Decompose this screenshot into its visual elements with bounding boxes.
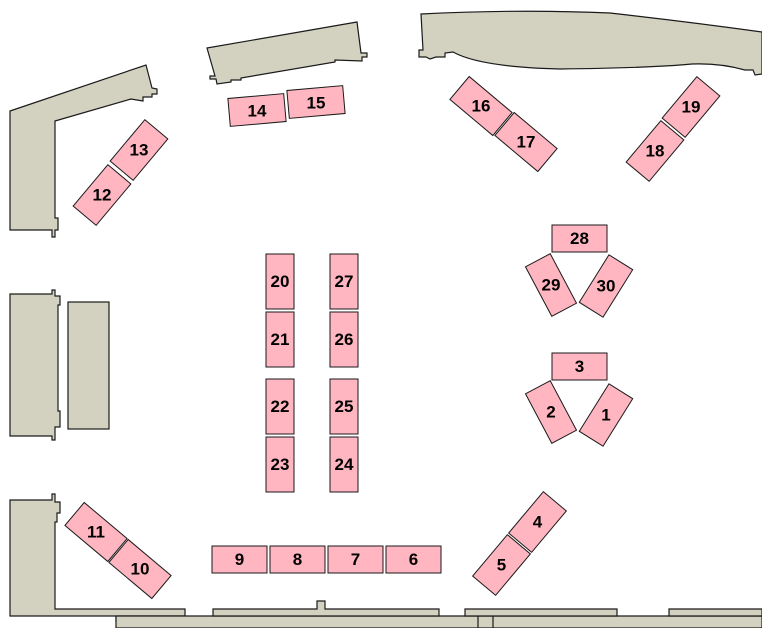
table-label: 27	[335, 272, 354, 291]
table-label: 17	[517, 133, 536, 152]
table-4[interactable]: 4	[507, 490, 568, 554]
wall-bottom-segment-3	[668, 608, 762, 617]
table-label: 10	[131, 560, 150, 579]
table-label: 2	[546, 403, 555, 422]
table-19[interactable]: 19	[661, 75, 721, 139]
table-label: 14	[248, 102, 267, 121]
table-label: 16	[472, 97, 491, 116]
table-label: 13	[130, 141, 149, 160]
table-1[interactable]: 1	[578, 383, 634, 447]
table-22[interactable]: 22	[265, 378, 295, 435]
wall-left-middle	[9, 289, 61, 441]
table-7[interactable]: 7	[327, 545, 384, 574]
table-3[interactable]: 3	[551, 352, 608, 381]
table-label: 18	[646, 142, 665, 161]
table-label: 4	[533, 513, 543, 532]
table-6[interactable]: 6	[385, 545, 442, 574]
table-label: 1	[601, 406, 610, 425]
table-14[interactable]: 14	[227, 93, 287, 127]
table-label: 15	[307, 94, 326, 113]
wall-top-right	[418, 10, 762, 76]
door-post	[477, 616, 494, 628]
wall-top-middle	[206, 21, 368, 85]
table-10[interactable]: 10	[108, 538, 172, 600]
table-label: 19	[682, 98, 701, 117]
table-25[interactable]: 25	[329, 378, 359, 435]
table-label: 23	[271, 455, 290, 474]
table-2[interactable]: 2	[524, 380, 578, 444]
table-label: 25	[335, 397, 354, 416]
table-9[interactable]: 9	[211, 545, 268, 574]
table-label: 22	[271, 397, 290, 416]
table-15[interactable]: 15	[286, 85, 346, 119]
table-label: 21	[271, 330, 290, 349]
table-label: 30	[597, 277, 616, 296]
wall-bottom-strip	[115, 615, 762, 628]
table-29[interactable]: 29	[524, 253, 578, 317]
table-13[interactable]: 13	[109, 118, 169, 182]
table-label: 6	[409, 550, 418, 569]
table-label: 5	[497, 556, 506, 575]
table-label: 8	[293, 550, 302, 569]
table-label: 24	[335, 455, 354, 474]
table-11[interactable]: 11	[64, 501, 128, 563]
table-label: 26	[335, 330, 354, 349]
table-16[interactable]: 16	[449, 75, 513, 137]
table-27[interactable]: 27	[329, 253, 359, 310]
table-8[interactable]: 8	[269, 545, 326, 574]
table-23[interactable]: 23	[265, 436, 295, 493]
table-label: 20	[271, 272, 290, 291]
wall-top-left	[9, 64, 158, 238]
table-18[interactable]: 18	[625, 119, 685, 183]
table-label: 12	[93, 186, 112, 205]
table-label: 9	[235, 550, 244, 569]
table-20[interactable]: 20	[265, 253, 295, 310]
table-label: 28	[570, 229, 589, 248]
table-30[interactable]: 30	[578, 254, 634, 318]
table-17[interactable]: 17	[494, 111, 558, 173]
wall-left-middle-panel	[67, 301, 110, 430]
table-21[interactable]: 21	[265, 311, 295, 368]
wall-bottom-segment-2	[464, 608, 618, 617]
table-5[interactable]: 5	[471, 533, 532, 597]
table-24[interactable]: 24	[329, 436, 359, 493]
table-label: 11	[87, 523, 105, 542]
table-12[interactable]: 12	[72, 163, 132, 227]
table-26[interactable]: 26	[329, 311, 359, 368]
wall-bottom-segment-1	[212, 600, 440, 617]
table-label: 29	[542, 276, 561, 295]
table-label: 7	[351, 550, 360, 569]
table-label: 3	[575, 357, 584, 376]
table-28[interactable]: 28	[551, 224, 608, 253]
